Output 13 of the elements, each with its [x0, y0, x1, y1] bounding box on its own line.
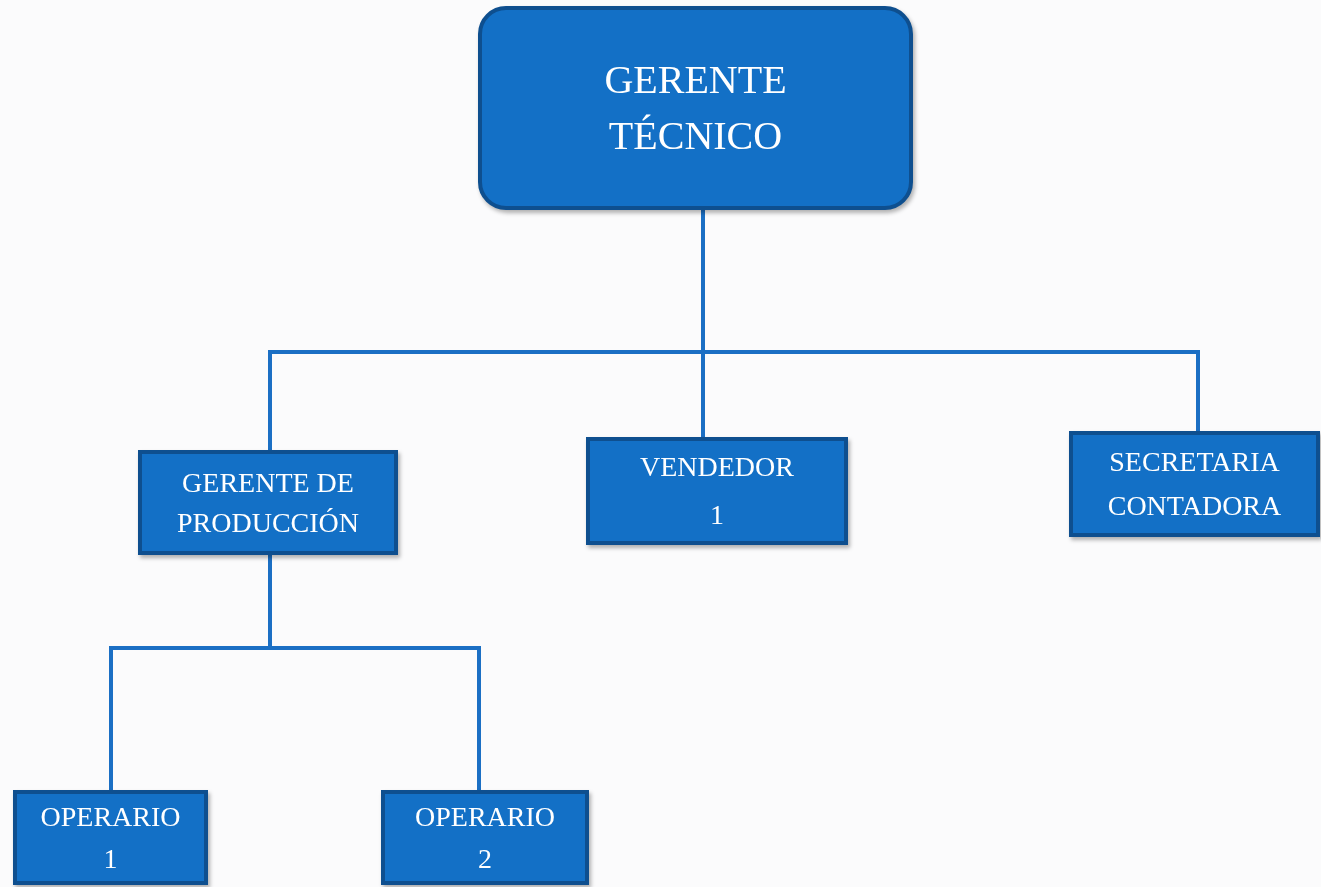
- org-box: [13, 790, 208, 885]
- org-box: [1069, 431, 1320, 537]
- box-label: GERENTE TÉCNICO: [603, 56, 788, 160]
- box-label: SECRETARIA CONTADORA: [1106, 445, 1283, 523]
- box-label: OPERARIO 2: [414, 799, 556, 876]
- org-box: [138, 450, 398, 555]
- org-box: [381, 790, 589, 885]
- box-label: OPERARIO 1: [39, 799, 182, 876]
- org-box: [586, 437, 848, 545]
- org-box: [478, 6, 913, 210]
- box-label: GERENTE DE PRODUCCIÓN: [176, 465, 360, 540]
- box-label: VENDEDOR 1: [639, 450, 795, 532]
- connector-line: [268, 555, 481, 790]
